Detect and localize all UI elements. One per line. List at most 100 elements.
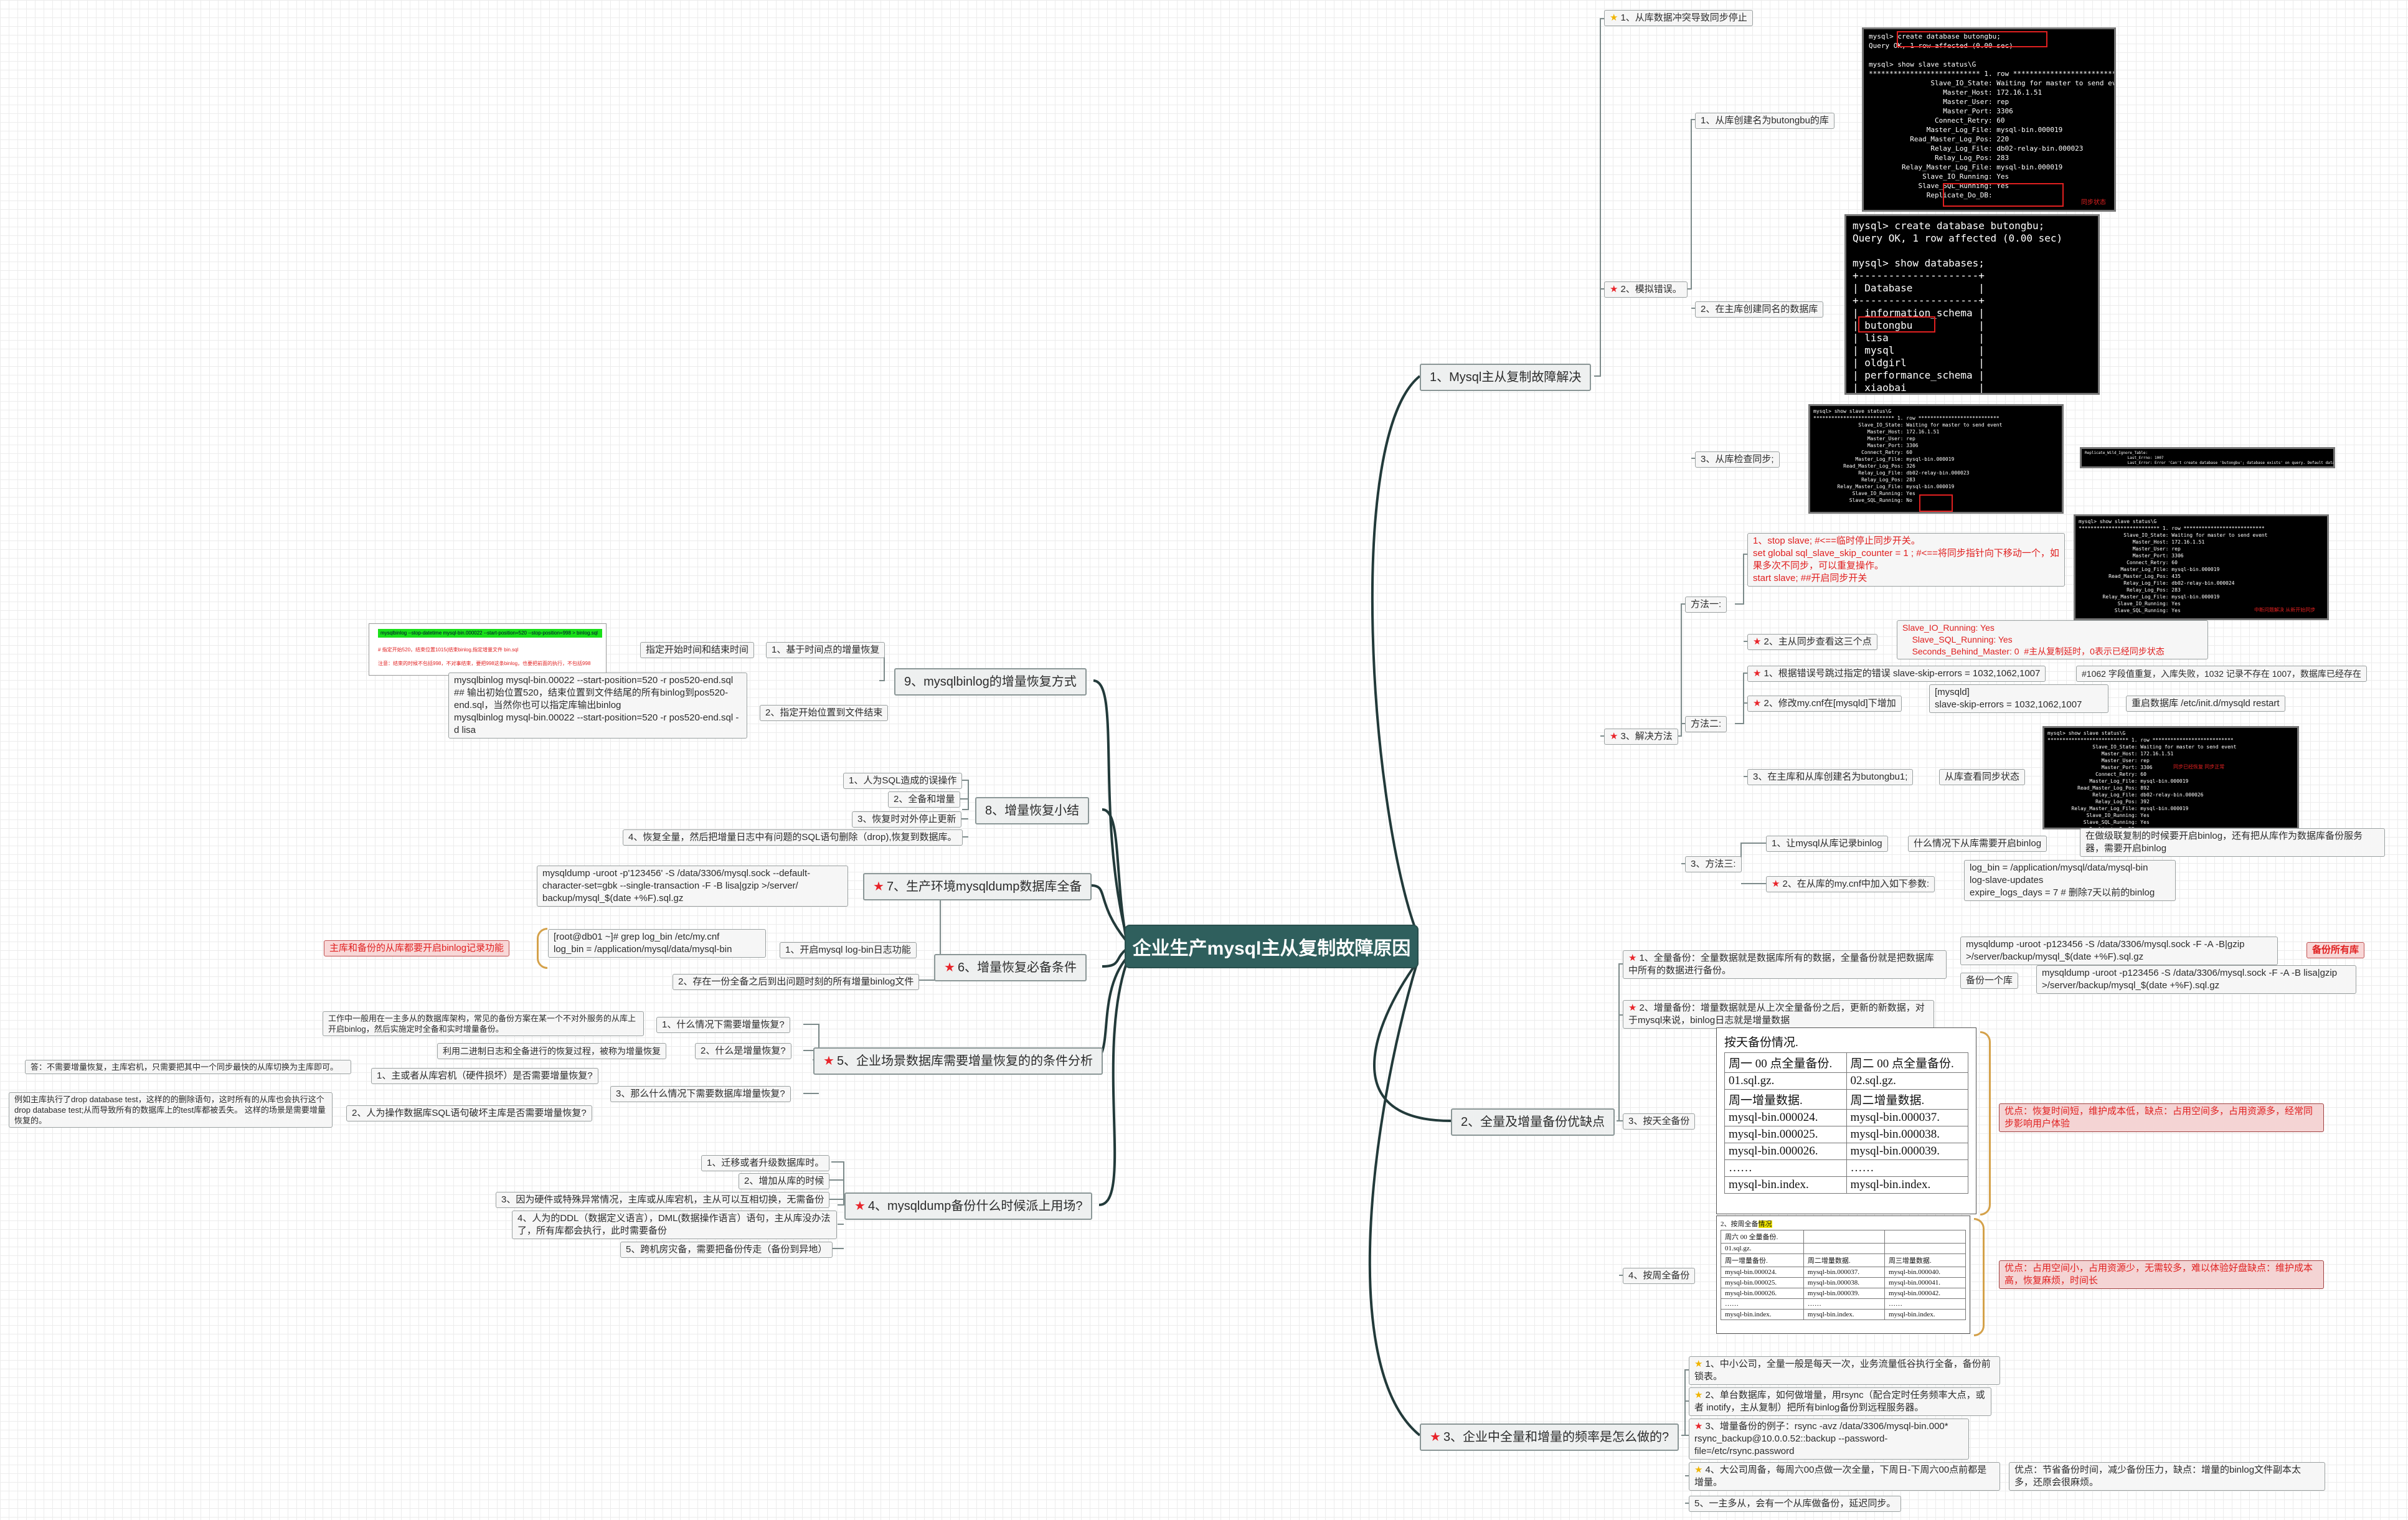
method-2-skip-label: 1、根据错误号跳过指定的错误 slave-skip-errors = 1032,… [1764, 668, 2041, 679]
topic-5-3-b-detail[interactable]: 例如主库执行了drop database test，这样的的删除语句，这时所有的… [9, 1092, 333, 1128]
topic-1-1[interactable]: ★1、从库数据冲突导致同步停止 [1604, 10, 1753, 26]
topic-8-3[interactable]: 3、恢复时对外停止更新 [852, 811, 962, 828]
topic-7-production-full-backup[interactable]: ★7、生产环境mysqldump数据库全备 [863, 873, 1092, 900]
topic-1-2-1[interactable]: 1、从库创建名为butongbu的库 [1695, 113, 1834, 129]
method-1-check-detail[interactable]: Slave_IO_Running: Yes Slave_SQL_Running:… [1897, 620, 2208, 659]
table-cell: mysql-bin.index. [1724, 1176, 1847, 1194]
topic-6-2[interactable]: 2、存在一份全备之后到出问题时刻的所有增量binlog文件 [673, 974, 920, 990]
topic-5-3-b[interactable]: 2、人为操作数据库SQL语句破坏主库是否需要增量恢复? [346, 1105, 592, 1121]
topic-4-1[interactable]: 1、迁移或者升级数据库时。 [701, 1155, 830, 1171]
weekly-backup-pros-cons[interactable]: 优点：占用空间小，占用资源少，无需较多，难以体验好盘缺点：维护成本 高，恢复麻烦… [1999, 1260, 2324, 1289]
topic-4-2[interactable]: 2、增加从库的时候 [739, 1173, 830, 1189]
method-3-params-content[interactable]: log_bin = /application/mysql/data/mysql-… [1964, 860, 2176, 901]
topic-4-mysqldump-usage[interactable]: ★4、mysqldump备份什么时候派上用场? [844, 1192, 1093, 1220]
method-3-mycnf-params[interactable]: ★2、在从库的my.cnf中加入如下参数: [1766, 876, 1935, 892]
topic-5-3-a[interactable]: 1、主或者从库宕机（硬件损坏）是否需要增量恢复? [371, 1068, 598, 1084]
daily-backup-pros-cons[interactable]: 优点：恢复时间短，维护成本低，缺点：占用空间多，占用资源多，经常同步影响用户体验 [1999, 1103, 2324, 1132]
full-backup-one-cmd[interactable]: mysqldump -uroot -p123456 -S /data/3306/… [2036, 965, 2356, 994]
root-topic[interactable]: 企业生产mysql主从复制故障原因 [1126, 926, 1417, 967]
method-2-create-butongbu1[interactable]: 3、在主库和从库创建名为butongbu1; [1747, 769, 1914, 785]
topic-4-5[interactable]: 5、跨机房灾备，需要把备份传走（备份到异地） [620, 1242, 833, 1258]
topic-3-4-label: 4、大公司周备，每周六00点做一次全量，下周日-下周六00点前都是增量。 [1694, 1465, 1987, 1488]
topic-8-2[interactable]: 2、全备和增量 [888, 791, 961, 808]
method-2-skip-errors[interactable]: ★1、根据错误号跳过指定的错误 slave-skip-errors = 1032… [1747, 666, 2046, 682]
topic-3-4[interactable]: ★4、大公司周备，每周六00点做一次全量，下周日-下周六00点前都是增量。 [1689, 1462, 2000, 1491]
topic-2-backup-pros-cons[interactable]: 2、全量及增量备份优缺点 [1451, 1108, 1615, 1136]
table-cell: mysql-bin.index. [1721, 1309, 1804, 1320]
topic-3-3-label: 3、增量备份的例子：rsync -avz /data/3306/mysql-bi… [1694, 1421, 1948, 1456]
topic-1-2[interactable]: ★2、模拟错误。 [1604, 281, 1688, 298]
topic-3-3[interactable]: ★3、增量备份的例子：rsync -avz /data/3306/mysql-b… [1689, 1419, 1969, 1460]
topic-1-3[interactable]: ★3、解决方法 [1604, 729, 1678, 745]
topic-6-1[interactable]: 1、开启mysql log-bin日志功能 [780, 942, 917, 958]
topic-3-5[interactable]: 5、一主多从，会有一个从库做备份，延迟同步。 [1689, 1496, 1902, 1512]
method-2-edit-label: 2、修改my.cnf在[mysqld]下增加 [1764, 698, 1896, 709]
topic-2-2-incremental[interactable]: ★2、增量备份：增量数据就是从上次全量备份之后，更新的新数据，对于mysql来说… [1623, 1000, 1934, 1029]
topic-7-detail[interactable]: mysqldump -uroot -p'123456' -S /data/330… [537, 866, 848, 907]
topic-3-1[interactable]: ★1、中小公司，全量一般是每天一次，业务流量低谷执行全备，备份前锁表。 [1689, 1356, 2000, 1385]
topic-5-2[interactable]: 2、什么是增量恢复? [695, 1043, 791, 1059]
table-row: 周一增量备份.周二增量数据.周三增量数据. [1721, 1253, 1967, 1267]
topic-6-1-detail[interactable]: [root@db01 ~]# grep log_bin /etc/my.cnf … [548, 929, 766, 958]
terminal-note: 同步状态 [2081, 199, 2106, 206]
topic-5-1-detail[interactable]: 工作中一般用在一主多从的数据库架构，常见的备份方案在某一个不对外服务的从库上开启… [323, 1011, 644, 1036]
star-icon: ★ [1694, 1390, 1703, 1400]
table-cell: mysql-bin.000038. [1846, 1126, 1968, 1143]
topic-4-3[interactable]: 3、因为硬件或特殊异常情况，主库或从库宕机，主从可以互相切换，无需备份 [496, 1192, 830, 1208]
method-3-slave-binlog[interactable]: 1、让mysql从库记录binlog [1766, 836, 1888, 852]
table-cell [1803, 1230, 1885, 1244]
method-2-error-codes[interactable]: #1062 字段值重复，入库失败，1032 记录不存在 1007，数据库已经存在 [2076, 666, 2367, 682]
method-3-when-binlog[interactable]: 什么情况下从库需要开启binlog [1908, 836, 2047, 852]
method-2-edit-mycnf[interactable]: ★2、修改my.cnf在[mysqld]下增加 [1747, 696, 1902, 712]
topic-4-4[interactable]: 4、人为的DDL（数据定义语言），DML(数据操作语言）语句，主从库没办法了，所… [512, 1211, 837, 1239]
topic-5-3-a-detail[interactable]: 答：不需要增量恢复，主库宕机，只需要把其中一个同步最快的从库切换为主库即可。 [25, 1060, 351, 1074]
weekly-table-title-highlight: 情况 [1758, 1220, 1772, 1228]
topic-8-4[interactable]: 4、恢复全量，然后把增量日志中有问题的SQL语句删除（drop),恢复到数据库。 [623, 829, 963, 846]
method-3-binlog-answer[interactable]: 在做级联复制的时候要开启binlog，还有把从库作为数据库备份服务器，需要开启b… [2080, 828, 2385, 857]
full-backup-one-db[interactable]: 备份一个库 [1960, 973, 2019, 989]
table-row: mysql-bin.000024.mysql-bin.000037. [1724, 1109, 1968, 1126]
table-cell: 周六 00 全量备份. [1721, 1230, 1804, 1244]
topic-1-2-2[interactable]: 2、在主库创建同名的数据库 [1695, 301, 1824, 318]
topic-9-2[interactable]: 2、指定开始位置到文件结束 [760, 705, 889, 721]
table-cell: 周一 00 点全量备份. [1724, 1052, 1847, 1073]
method-1-check-points[interactable]: ★2、主从同步查看这三个点 [1747, 634, 1877, 650]
method-1-skip-counter[interactable]: 1、stop slave; #<==临时停止同步开关。 set global s… [1747, 533, 2065, 587]
topic-7-label: 7、生产环境mysqldump数据库全备 [886, 880, 1082, 894]
star-icon: ★ [1610, 731, 1618, 742]
topic-6-1-note[interactable]: 主库和备份的从库都要开启binlog记录功能 [324, 940, 510, 956]
table-cell [1884, 1243, 1967, 1254]
topic-8-incremental-summary[interactable]: 8、增量恢复小结 [975, 797, 1090, 824]
topic-1-2-3[interactable]: 3、从库检查同步; [1695, 451, 1780, 468]
topic-1-2-label: 2、模拟错误。 [1620, 284, 1682, 295]
table-row: 周一增量数据.周二增量数据. [1724, 1089, 1968, 1110]
method-1[interactable]: 方法一: [1685, 597, 1727, 613]
topic-3-2[interactable]: ★2、单台数据库，如何做增量，用rsync（配合定时任务频率大点，或者 inot… [1689, 1387, 1991, 1416]
full-backup-all-cmd[interactable]: mysqldump -uroot -p123456 -S /data/3306/… [1960, 937, 2278, 965]
topic-5-incremental-conditions[interactable]: ★5、企业场景数据库需要增量恢复的的条件分析 [813, 1047, 1103, 1075]
topic-5-2-detail[interactable]: 利用二进制日志和全备进行的恢复过程，被称为增量恢复 [437, 1043, 666, 1059]
topic-9-mysqlbinlog-recovery[interactable]: 9、mysqlbinlog的增量恢复方式 [894, 668, 1087, 696]
topic-8-1[interactable]: 1、人为SQL造成的误操作 [843, 773, 963, 789]
topic-6-incremental-prerequisites[interactable]: ★6、增量恢复必备条件 [934, 954, 1087, 981]
method-2-mycnf-content[interactable]: [mysqld] slave-skip-errors = 1032,1062,1… [1929, 684, 2108, 713]
topic-9-2-detail[interactable]: mysqlbinlog mysql-bin.00022 --start-posi… [448, 673, 747, 739]
method-3[interactable]: 3、方法三: [1685, 856, 1742, 872]
topic-5-1[interactable]: 1、什么情况下需要增量恢复? [656, 1017, 790, 1033]
topic-3-backup-frequency[interactable]: ★3、企业中全量和增量的频率是怎么做的? [1420, 1423, 1679, 1451]
method-2-restart[interactable]: 重启数据库 /etc/init.d/mysqld restart [2126, 696, 2285, 712]
topic-9-1-label[interactable]: 指定开始时间和结束时间 [640, 642, 755, 658]
topic-1-mysql-replication-fix[interactable]: 1、Mysql主从复制故障解决 [1420, 364, 1592, 391]
method-2-check-sync[interactable]: 从库查看同步状态 [1939, 769, 2026, 785]
table-cell: mysql-bin.000042. [1884, 1288, 1967, 1299]
topic-9-1[interactable]: 1、基于时间点的增量恢复 [766, 642, 885, 658]
method-2[interactable]: 方法二: [1685, 716, 1727, 732]
table-cell: mysql-bin.000041. [1884, 1277, 1967, 1288]
tag-backup-all-dbs[interactable]: 备份所有库 [2306, 942, 2365, 958]
topic-5-3[interactable]: 3、那么什么情况下需要数据库增量恢复? [610, 1086, 791, 1102]
topic-2-4-weekly-full[interactable]: 4、按周全备份 [1623, 1268, 1696, 1284]
topic-3-4-note[interactable]: 优点：节省备份时间，减少备份压力，缺点：增量的binlog文件副本太多，还原会很… [2009, 1462, 2325, 1491]
topic-2-1-full-backup[interactable]: ★1、全量备份：全量数据就是数据库所有的数据，全量备份就是把数据库中所有的数据进… [1623, 950, 1947, 979]
star-icon: ★ [854, 1199, 866, 1213]
topic-2-3-daily-full[interactable]: 3、按天全备份 [1623, 1113, 1696, 1130]
